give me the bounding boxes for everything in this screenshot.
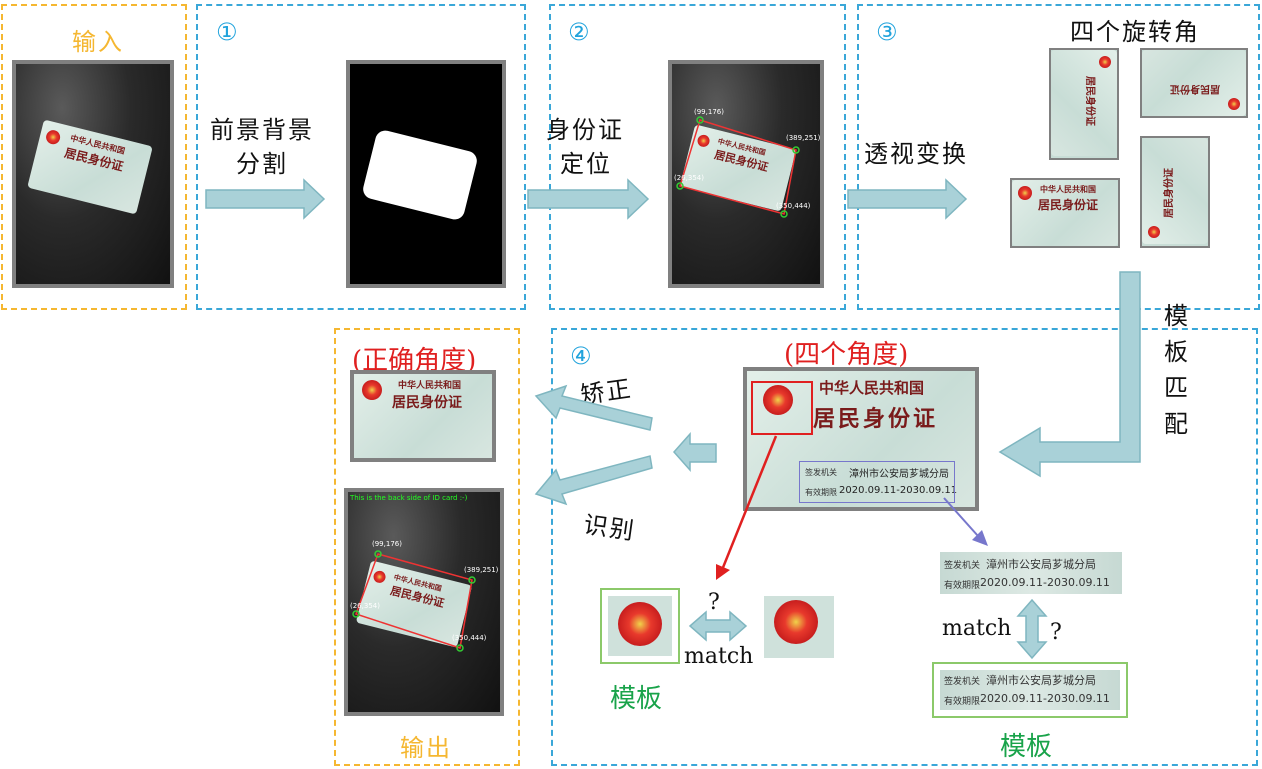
card-title: 中华人民共和国	[398, 381, 462, 391]
emblem-icon	[774, 600, 818, 644]
output-caption: This is the back side of ID card :-)	[350, 494, 468, 502]
rotated-card: 中华人民共和国 居民身份证	[1012, 180, 1118, 246]
template-match-char-3: 匹	[1164, 374, 1190, 402]
double-arrow-left	[688, 610, 748, 642]
double-arrow-right	[1016, 598, 1048, 660]
template-match-char-1: 模	[1164, 302, 1190, 330]
corner-label: (389,251)	[464, 566, 499, 574]
corner-label: (99,176)	[694, 108, 724, 116]
question-right: ?	[1050, 620, 1064, 645]
rotation-270: 居民身份证	[1140, 136, 1210, 248]
output-label: 输出	[400, 734, 452, 762]
rotation-90: 居民身份证	[1049, 48, 1119, 160]
four-angles-title: (四个角度)	[784, 340, 909, 370]
arrow-template-match	[998, 271, 1141, 478]
four-angles-card: 中华人民共和国 居民身份证 签发机关 漳州市公安局芗城分局 有效期限 2020.…	[743, 367, 979, 511]
purple-pointer	[943, 497, 979, 537]
issuer-value: 漳州市公安局芗城分局	[986, 558, 1096, 571]
emblem-icon	[618, 602, 662, 646]
emblem-icon	[763, 385, 793, 415]
emblem-highlight	[751, 381, 813, 435]
locate-label-2: 定位	[560, 150, 612, 178]
arrow-2	[527, 178, 650, 220]
question-left: ?	[708, 590, 722, 615]
match-text-left: match	[684, 644, 754, 669]
corner-label: (26,354)	[350, 602, 380, 610]
correct-id-card: 中华人民共和国 居民身份证	[354, 374, 492, 458]
issuer-label: 签发机关	[944, 561, 981, 571]
input-photo: 中华人民共和国 居民身份证	[12, 60, 174, 288]
arrow-into-stage4	[672, 432, 717, 472]
validity-candidate: 签发机关 漳州市公安局芗城分局 有效期限 2020.09.11-2030.09.…	[940, 552, 1122, 594]
input-label: 输入	[72, 28, 124, 56]
locate-label-1: 身份证	[546, 116, 624, 144]
valid-value: 2020.09.11-2030.09.11	[980, 692, 1110, 705]
arrow-1	[205, 178, 326, 220]
segment-label-2: 分割	[236, 150, 288, 178]
valid-value: 2020.09.11-2030.09.11	[980, 576, 1110, 589]
corner-label: (26,354)	[674, 174, 704, 182]
corner-label: (389,251)	[786, 134, 821, 142]
arrow-rectify	[534, 384, 653, 431]
rotation-180: 居民身份证	[1140, 48, 1248, 118]
valid-label: 有效期限	[805, 488, 837, 497]
input-frame	[1, 4, 187, 310]
red-pointer-head	[716, 564, 730, 580]
stage2-frame	[549, 4, 846, 310]
template-label-left: 模板	[610, 684, 663, 714]
corner-label: (99,176)	[372, 540, 402, 548]
template-label-right: 模板	[1000, 732, 1053, 762]
stage3-frame	[857, 4, 1260, 310]
arrow-3	[847, 178, 968, 220]
stage2-number: ②	[568, 18, 590, 46]
segmentation-mask	[346, 60, 506, 288]
card-subtitle: 居民身份证	[392, 395, 462, 411]
validity-template: 签发机关 漳州市公安局芗城分局 有效期限 2020.09.11-2030.09.…	[932, 662, 1128, 718]
stage1-number: ①	[216, 18, 238, 46]
issuer-label: 签发机关	[805, 468, 837, 477]
located-photo: 中华人民共和国 居民身份证 (99,176) (389,251) (26,354…	[668, 60, 824, 288]
arrow-recognize	[534, 455, 653, 506]
valid-value: 2020.09.11-2030.09.11	[839, 485, 958, 496]
card-title: 中华人民共和国	[1040, 184, 1096, 194]
emblem-icon	[1018, 186, 1032, 200]
correct-angle-card: 中华人民共和国 居民身份证	[350, 370, 496, 462]
stage4-frame	[551, 328, 1258, 766]
card-subtitle: 居民身份证	[1038, 198, 1099, 212]
output-corner-polygon: (99,176) (389,251) (26,354) (350,444)	[350, 540, 499, 652]
corner-polygon: (99,176) (389,251) (26,354) (350,444)	[674, 108, 821, 218]
template-match-char-2: 板	[1164, 338, 1190, 366]
output-frame	[334, 328, 520, 766]
rotation-0: 中华人民共和国 居民身份证	[1010, 178, 1120, 248]
issuer-value: 漳州市公安局芗城分局	[849, 469, 949, 480]
red-pointer	[720, 435, 778, 571]
match-text-right: match	[942, 616, 1012, 641]
output-photo: This is the back side of ID card :-) 中华人…	[344, 488, 504, 716]
emblem-candidate	[764, 596, 834, 658]
emblem-icon	[362, 380, 382, 400]
template-strip: 签发机关 漳州市公安局芗城分局 有效期限 2020.09.11-2030.09.…	[940, 670, 1120, 710]
big-id-card: 中华人民共和国 居民身份证 签发机关 漳州市公安局芗城分局 有效期限 2020.…	[747, 371, 975, 507]
purple-pointer-head	[972, 530, 988, 546]
stage4-number: ④	[570, 342, 592, 370]
corner-label: (350,444)	[776, 202, 811, 210]
valid-label: 有效期限	[944, 581, 981, 591]
emblem-template	[600, 588, 680, 664]
issuer-value: 漳州市公安局芗城分局	[986, 674, 1096, 687]
stage3-number: ③	[876, 18, 898, 46]
card-subtitle: 居民身份证	[813, 406, 939, 432]
segment-label-1: 前景背景	[210, 116, 314, 144]
perspective-label: 透视变换	[864, 140, 968, 168]
card-title: 中华人民共和国	[819, 379, 925, 397]
validity-highlight	[799, 461, 955, 503]
issuer-label: 签发机关	[944, 677, 981, 687]
four-rotations-title: 四个旋转角	[1070, 18, 1200, 46]
stage1-frame	[196, 4, 526, 310]
corner-label: (350,444)	[452, 634, 487, 642]
valid-label: 有效期限	[944, 697, 981, 707]
template-match-char-4: 配	[1164, 410, 1190, 438]
template-bg	[608, 596, 672, 656]
